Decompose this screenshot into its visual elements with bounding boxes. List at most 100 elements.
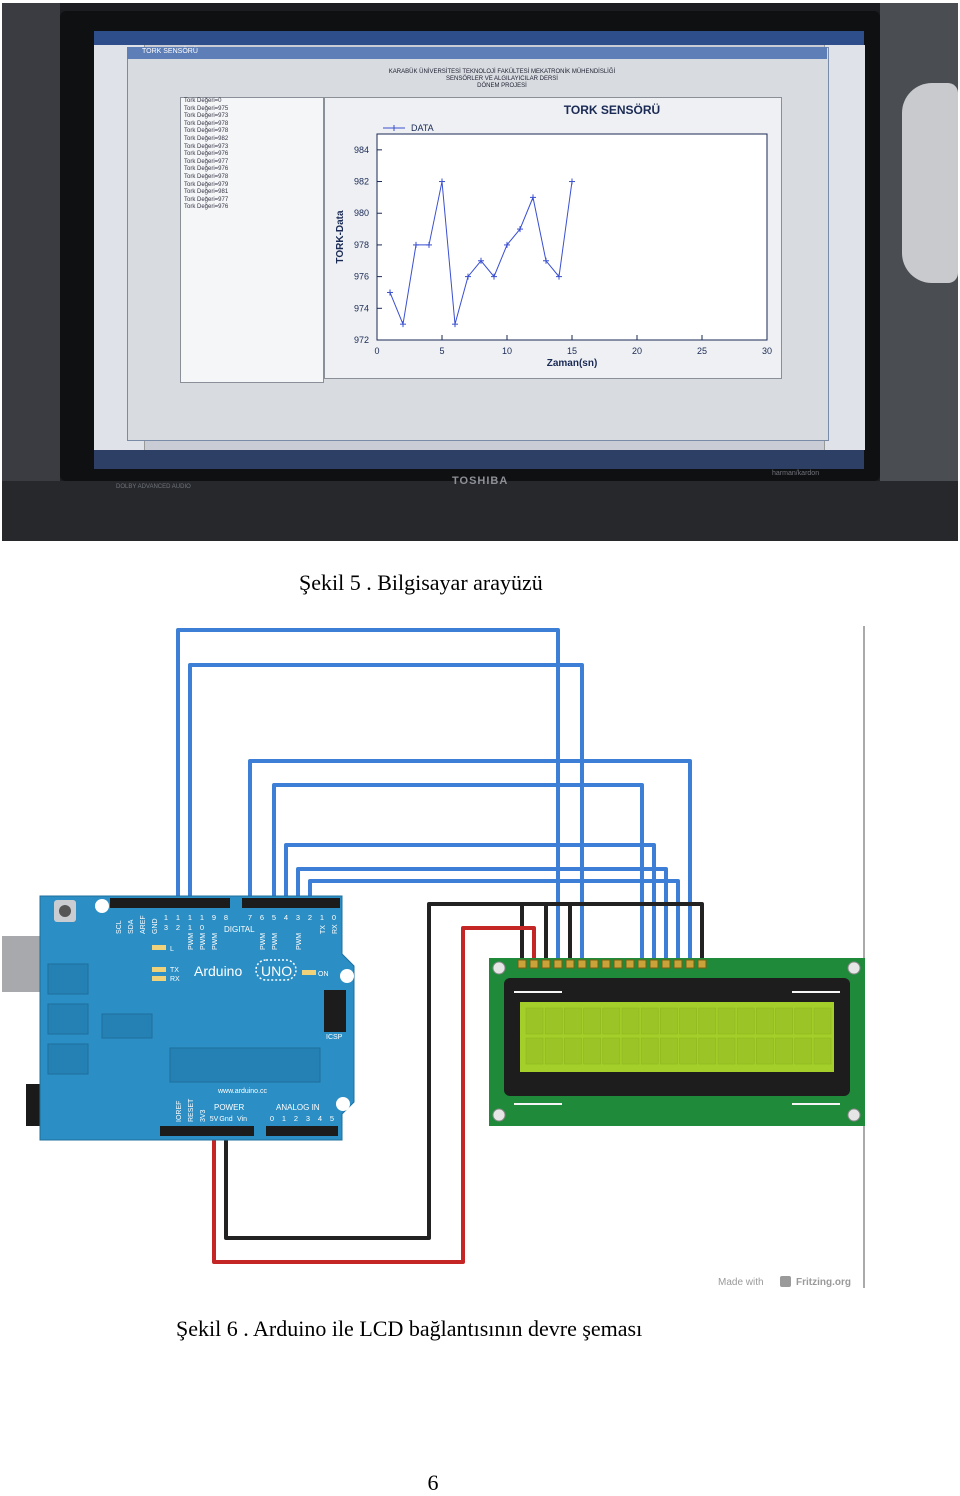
lcd-cell — [660, 1007, 678, 1035]
digital-label: DIGITAL — [224, 925, 255, 934]
list-item[interactable]: Tork Değeri=977 — [184, 158, 229, 165]
list-item[interactable]: Tork Değeri=973 — [184, 113, 229, 120]
led-rx — [152, 976, 166, 981]
data-point — [478, 257, 484, 264]
lcd-pin — [541, 959, 551, 969]
pin-label: GND — [152, 918, 159, 934]
app-window-title: TORK SENSÖRÜ — [142, 48, 198, 55]
lcd-cell — [525, 1007, 544, 1035]
power-pin-label: RESET — [188, 1098, 195, 1122]
list-item[interactable]: Tork Değeri=977 — [184, 196, 229, 203]
pin-label: TX — [320, 925, 327, 934]
pin-label: 9 — [212, 913, 216, 922]
led-on — [302, 970, 316, 975]
laptop-brand: TOSHIBA — [452, 475, 509, 487]
list-item[interactable]: Tork Değeri=976 — [184, 166, 229, 173]
watermark-brand: Fritzing.org — [796, 1277, 851, 1288]
circuit-diagram: Arduino UNO DIGITAL POWER ANALOG IN www.… — [2, 626, 865, 1288]
lcd-cell — [794, 1037, 813, 1065]
rx-label: RX — [170, 976, 180, 983]
list-item[interactable]: Tork Değeri=981 — [184, 189, 229, 196]
x-axis-label: Zaman(sn) — [547, 358, 598, 369]
app-window-titlebar — [127, 47, 827, 59]
lcd-cell — [640, 1007, 659, 1035]
l-label: L — [170, 946, 174, 953]
lcd-cell — [794, 1007, 813, 1035]
list-item[interactable]: Tork Değeri=978 — [184, 128, 229, 135]
lcd-cell — [679, 1007, 697, 1035]
figure6-caption: Şekil 6 . Arduino ile LCD bağlantısının … — [176, 1316, 643, 1341]
pwm-label: PWM — [272, 933, 279, 950]
mount-hole — [336, 1097, 350, 1111]
lcd-cell — [736, 1037, 755, 1065]
data-point — [413, 241, 419, 248]
power-pin-label: Vin — [237, 1116, 247, 1123]
pin-label: 3 — [296, 913, 300, 922]
analog-header — [266, 1126, 338, 1136]
list-item[interactable]: Tork Değeri=976 — [184, 151, 229, 158]
lcd-cell — [544, 1007, 563, 1035]
data-point — [556, 273, 562, 280]
wire-blue — [188, 663, 584, 962]
app-header-line: SENSÖRLER VE ALGILAYICILAR DERSİ — [446, 76, 558, 82]
list-item[interactable]: Tork Değeri=976 — [184, 204, 229, 211]
wire-blue — [176, 628, 560, 962]
arduino-uno-board: Arduino UNO DIGITAL POWER ANALOG IN www.… — [2, 895, 355, 1141]
y-axis-label: TORK-Data — [335, 210, 346, 264]
lcd-cell — [583, 1007, 601, 1035]
y-tick-label: 974 — [354, 303, 369, 313]
list-item[interactable]: Tork Değeri=973 — [184, 143, 229, 150]
analog-pin-label: 4 — [318, 1114, 322, 1123]
list-item[interactable]: Tork Değeri=978 — [184, 120, 229, 127]
lcd-cell — [621, 1007, 640, 1035]
analog-label: ANALOG IN — [276, 1103, 320, 1112]
lcd-cell — [602, 1007, 621, 1035]
lcd-cell — [679, 1037, 697, 1065]
led-l — [152, 945, 166, 950]
website-label: www.arduino.cc — [217, 1088, 268, 1095]
lcd-cell — [525, 1037, 544, 1065]
black-wires — [224, 902, 704, 1240]
lcd-pin — [625, 959, 635, 969]
power-pin-label: Gnd — [219, 1116, 232, 1123]
lcd-pin — [577, 959, 587, 969]
lcd-pin — [673, 959, 683, 969]
list-item[interactable]: Tork Değeri=979 — [184, 181, 229, 188]
analog-pin-label: 2 — [294, 1114, 298, 1123]
list-item[interactable]: Tork Değeri=978 — [184, 173, 229, 180]
red-wires — [212, 926, 536, 1264]
x-tick-label: 15 — [567, 346, 577, 356]
data-point — [387, 289, 393, 296]
list-item[interactable]: Tork Değeri=975 — [184, 105, 229, 112]
app-header: KARABÜK ÜNİVERSİTESİ TEKNOLOJİ FAKÜLTESİ… — [382, 69, 622, 90]
lcd-pin — [697, 959, 707, 969]
pin-label: RX — [332, 924, 339, 934]
ide-properties-panel — [824, 45, 865, 450]
y-tick-label: 982 — [354, 177, 369, 187]
lcd-cell — [544, 1037, 563, 1065]
lcd-pin-header — [517, 959, 707, 969]
app-header-line: KARABÜK ÜNİVERSİTESİ TEKNOLOJİ FAKÜLTESİ… — [388, 69, 616, 75]
pin-label: SCL — [116, 920, 123, 934]
pin-label: 6 — [260, 913, 264, 922]
data-point — [426, 241, 432, 248]
power-pin-label: IOREF — [176, 1101, 183, 1122]
data-point — [491, 273, 497, 280]
chart-plot-frame — [376, 133, 768, 341]
x-tick-label: 10 — [502, 346, 512, 356]
icsp-header — [324, 990, 346, 1032]
board-model: UNO — [261, 963, 292, 979]
page-number: 6 — [427, 1470, 439, 1495]
pwm-label: PWM — [212, 933, 219, 950]
lcd-cell — [602, 1037, 621, 1065]
data-point — [543, 257, 549, 264]
list-item[interactable]: Tork Değeri=982 — [184, 135, 229, 142]
list-item[interactable]: Tork Değeri=0 — [184, 98, 222, 104]
wire-blue — [272, 783, 644, 962]
